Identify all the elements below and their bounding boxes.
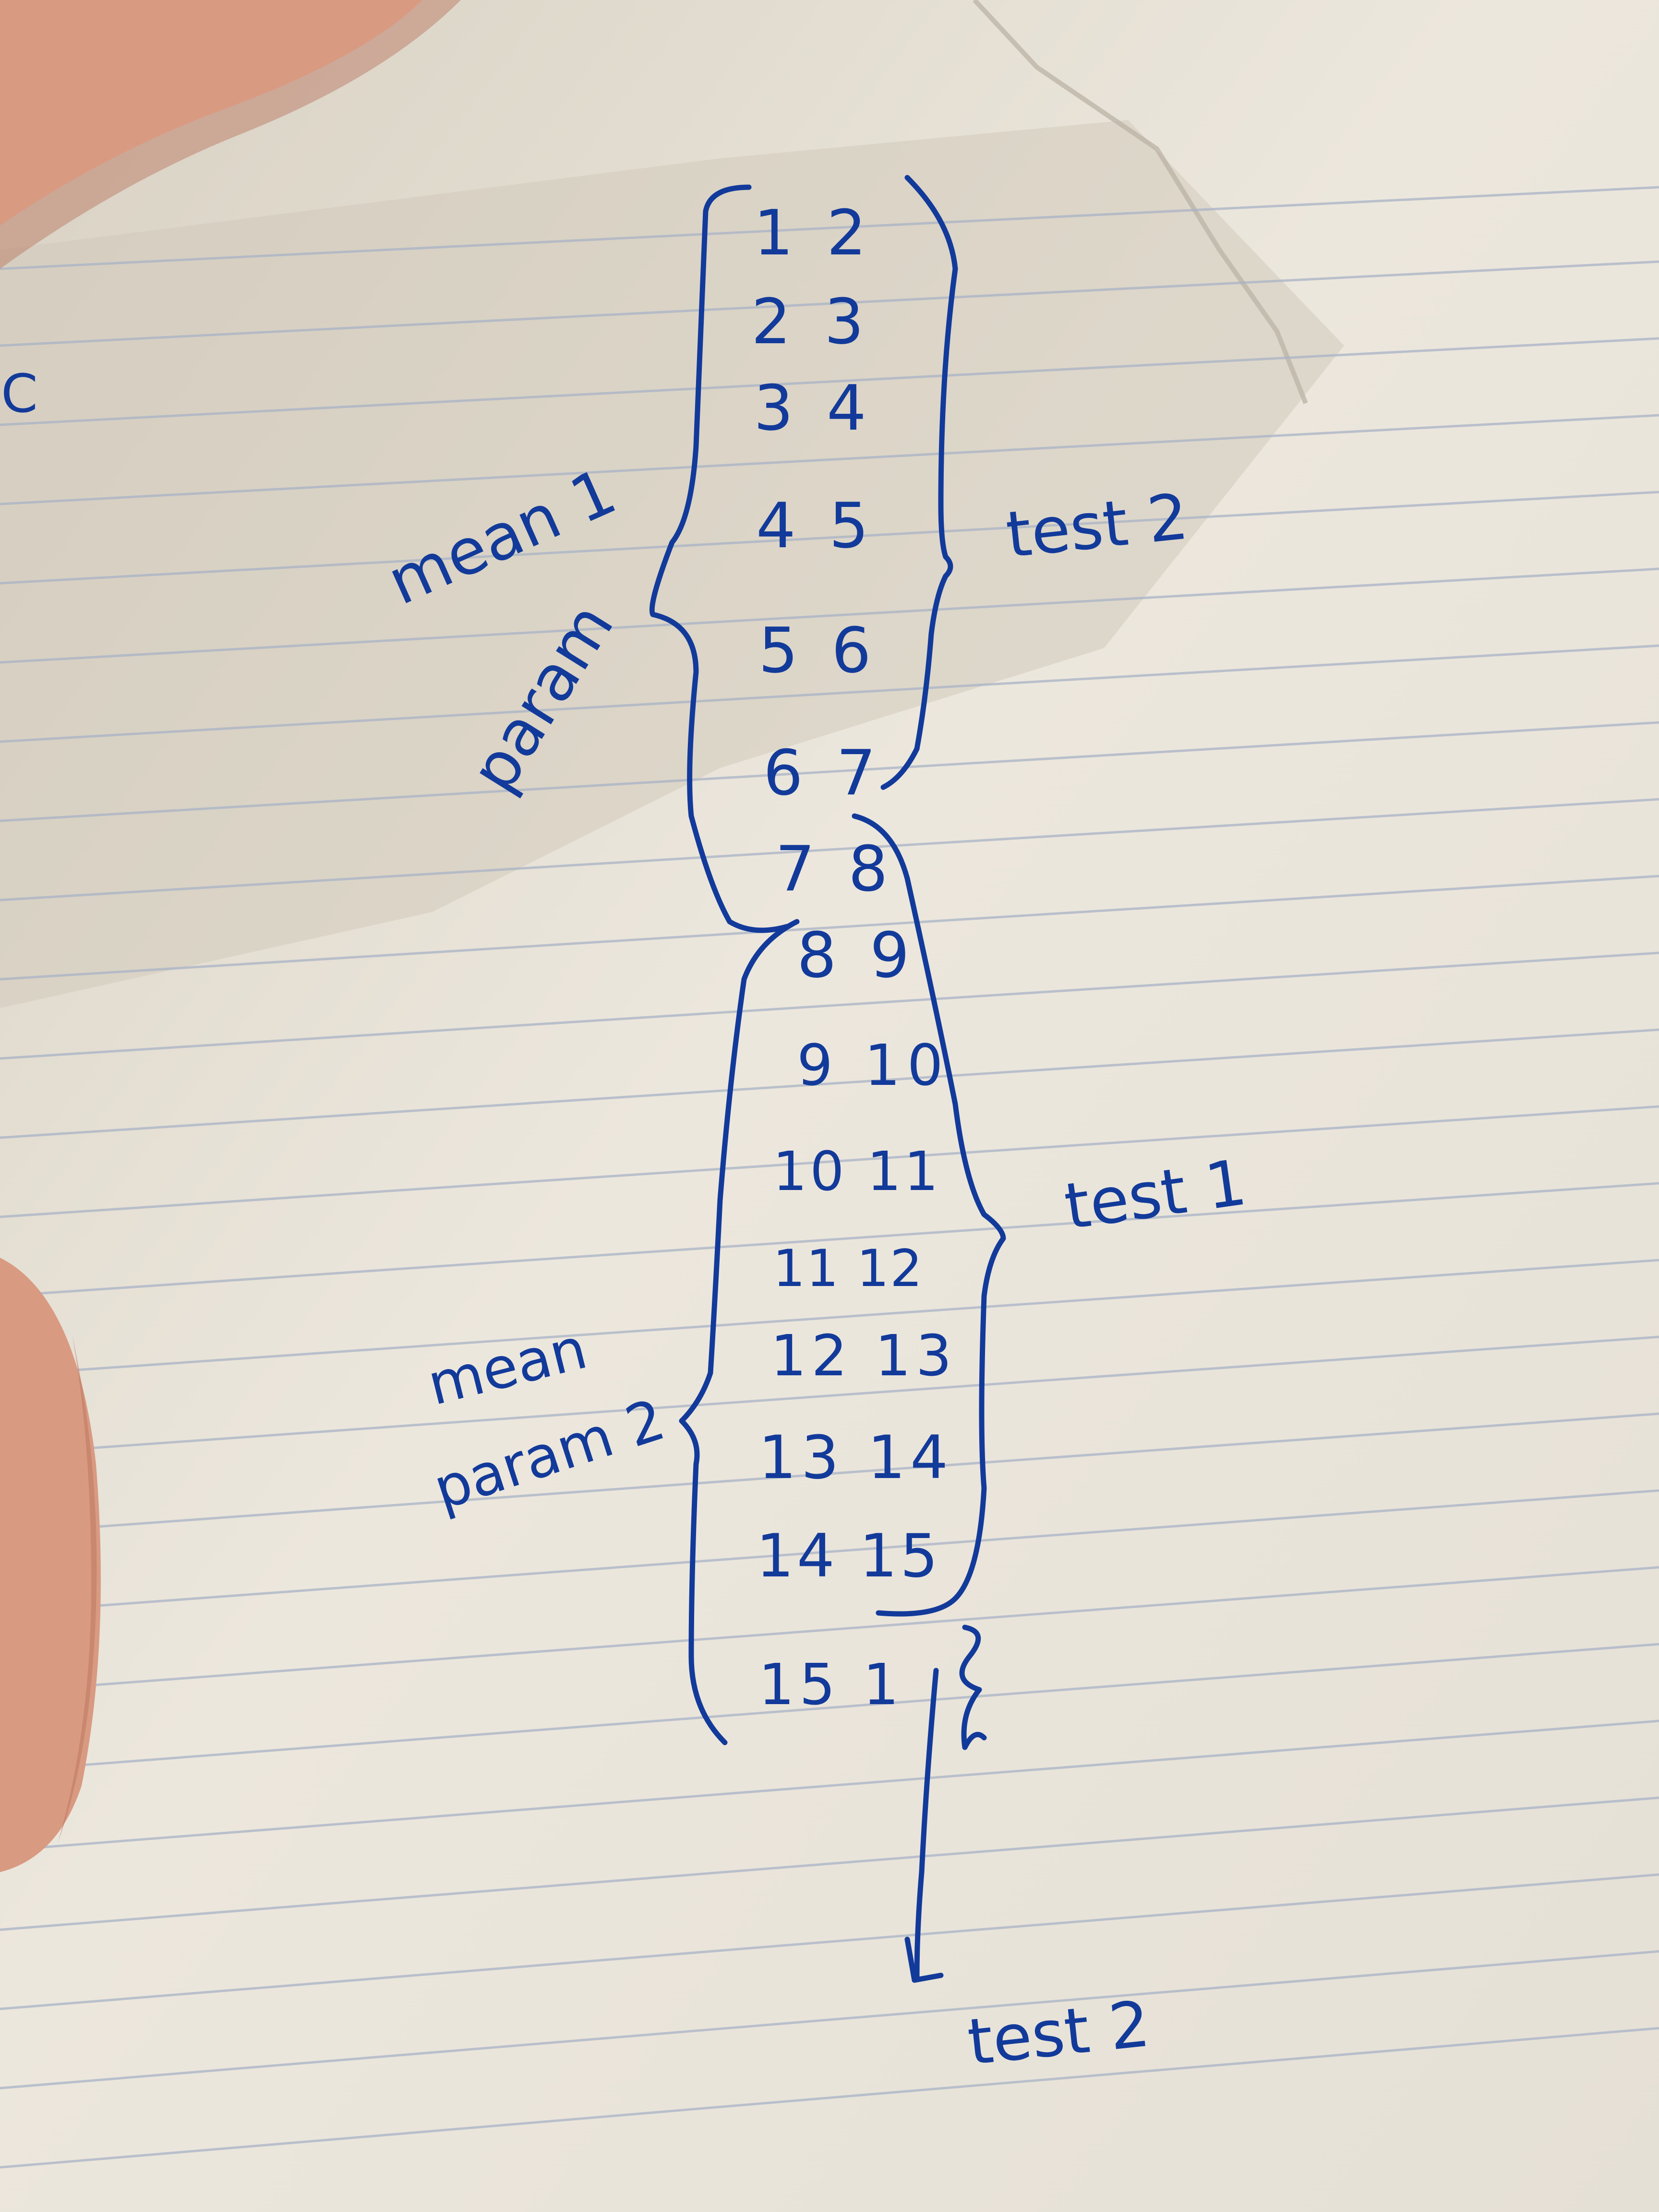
pair-13: 13 14 — [758, 1423, 953, 1492]
pair-14: 14 15 — [756, 1522, 941, 1591]
finger-top — [0, 0, 422, 226]
arrow-head — [904, 1936, 944, 1983]
pair-8: 8 9 — [797, 919, 916, 992]
pair-1: 1 2 — [754, 196, 873, 269]
ink-strokes — [649, 175, 1006, 1983]
brace-test-1 — [852, 813, 1006, 1617]
label-test-2-bottom: test 2 — [964, 1987, 1154, 2080]
pair-10: 10 11 — [773, 1141, 941, 1203]
pair-15: 15 1 — [758, 1651, 904, 1718]
pair-4: 4 5 — [756, 489, 876, 562]
brace-test-2-top — [880, 175, 958, 790]
ruled-lines — [0, 186, 1659, 2169]
thumb-left — [0, 1258, 101, 1872]
pair-9: 9 10 — [797, 1032, 950, 1098]
paper-fold-crease — [973, 0, 1308, 404]
pair-12: 12 13 — [770, 1322, 957, 1389]
finger-top-shadow — [0, 0, 461, 269]
arrow-to-test-2 — [914, 1668, 939, 1981]
brace-mean-param-2 — [679, 919, 800, 1745]
corner-fragment-text: C — [1, 363, 38, 424]
label-test-2-top: test 2 — [1002, 480, 1192, 573]
pair-11: 11 12 — [773, 1239, 924, 1298]
pair-7: 7 8 — [775, 832, 895, 905]
thumb-left-shadow — [58, 1334, 97, 1843]
pair-2: 2 3 — [751, 285, 871, 358]
pair-3: 3 4 — [754, 372, 873, 445]
pair-5: 5 6 — [758, 614, 878, 687]
scribble-mark — [959, 1624, 987, 1750]
pair-6: 6 7 — [763, 736, 883, 809]
paper-shadow-region — [0, 120, 1344, 1008]
brace-mean-param-1 — [649, 184, 790, 933]
